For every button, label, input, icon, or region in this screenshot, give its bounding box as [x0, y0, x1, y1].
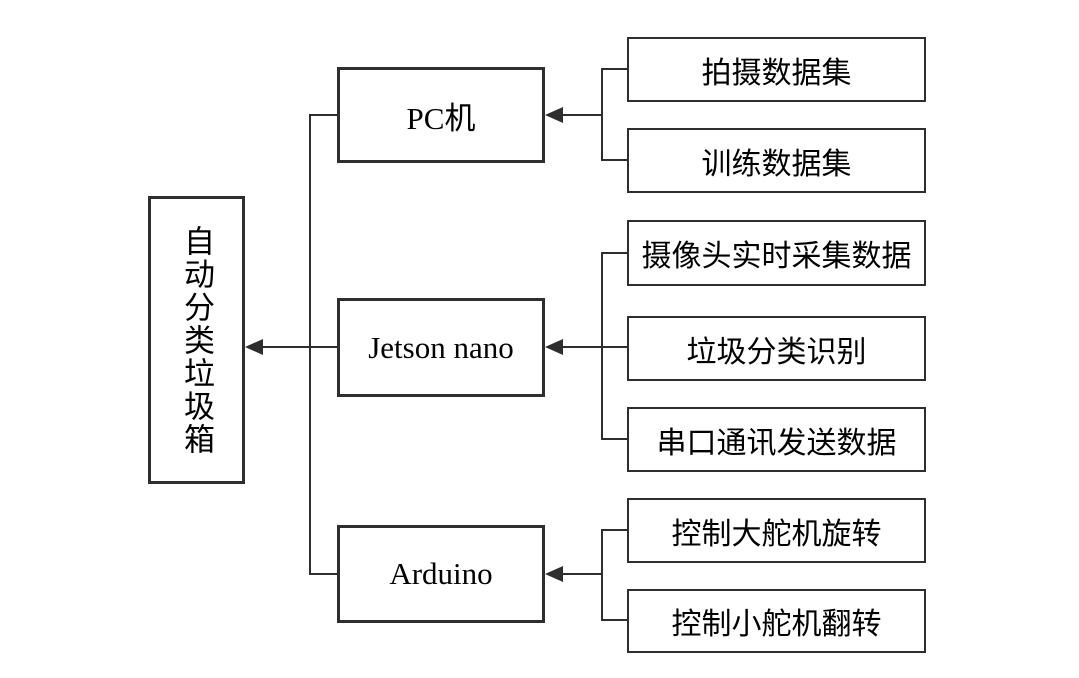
- connector-arduino-group-bus: [601, 530, 603, 620]
- arrow-line-to-arduino: [562, 573, 601, 575]
- node-capture-dataset: 拍摄数据集: [627, 37, 926, 102]
- arrowhead-into-arduino: [545, 566, 563, 582]
- connector-pc-group-bus: [601, 69, 603, 161]
- connector-to-small-servo: [601, 619, 627, 621]
- node-pc-label: PC机: [406, 100, 476, 136]
- connector-to-big-servo: [601, 529, 627, 531]
- node-jetson-nano-label: Jetson nano: [368, 329, 514, 365]
- node-big-servo-rotate: 控制大舵机旋转: [627, 498, 926, 563]
- node-small-servo-flip: 控制小舵机翻转: [627, 589, 926, 653]
- connector-bus-to-jetson: [309, 346, 337, 348]
- connector-to-garbage-classification: [601, 346, 627, 348]
- node-root-label: 自动分类垃圾箱: [179, 224, 214, 456]
- arrowhead-into-root: [245, 339, 263, 355]
- connector-to-serial-send: [601, 438, 627, 440]
- node-train-dataset-label: 训练数据集: [701, 147, 852, 181]
- node-camera-realtime-capture-label: 摄像头实时采集数据: [641, 240, 912, 273]
- node-small-servo-flip-label: 控制小舵机翻转: [671, 608, 882, 641]
- arrow-line-to-root: [262, 346, 309, 348]
- node-pc: PC机: [337, 67, 545, 163]
- arrowhead-into-jetson: [545, 339, 563, 355]
- node-capture-dataset-label: 拍摄数据集: [701, 56, 852, 90]
- node-jetson-nano: Jetson nano: [337, 298, 545, 397]
- connector-to-train-dataset: [601, 159, 627, 161]
- connector-to-capture-dataset: [601, 68, 627, 70]
- connector-bus-to-arduino: [309, 573, 337, 575]
- node-garbage-classification: 垃圾分类识别: [627, 316, 926, 381]
- node-serial-send-data-label: 串口通讯发送数据: [656, 426, 897, 460]
- arrow-line-to-pc: [562, 114, 601, 116]
- node-root: 自动分类垃圾箱: [148, 196, 245, 484]
- arrowhead-into-pc: [545, 107, 563, 123]
- node-arduino-label: Arduino: [389, 556, 493, 591]
- arrow-line-to-jetson: [562, 346, 601, 348]
- node-camera-realtime-capture: 摄像头实时采集数据: [627, 220, 926, 286]
- node-garbage-classification-label: 垃圾分类识别: [686, 335, 867, 369]
- connector-bus-to-pc: [309, 114, 337, 116]
- connector-left-bus: [309, 114, 311, 575]
- node-big-servo-rotate-label: 控制大舵机旋转: [671, 517, 882, 551]
- node-train-dataset: 训练数据集: [627, 128, 926, 193]
- connector-to-camera-capture: [601, 252, 627, 254]
- node-serial-send-data: 串口通讯发送数据: [627, 407, 926, 472]
- node-arduino: Arduino: [337, 525, 545, 623]
